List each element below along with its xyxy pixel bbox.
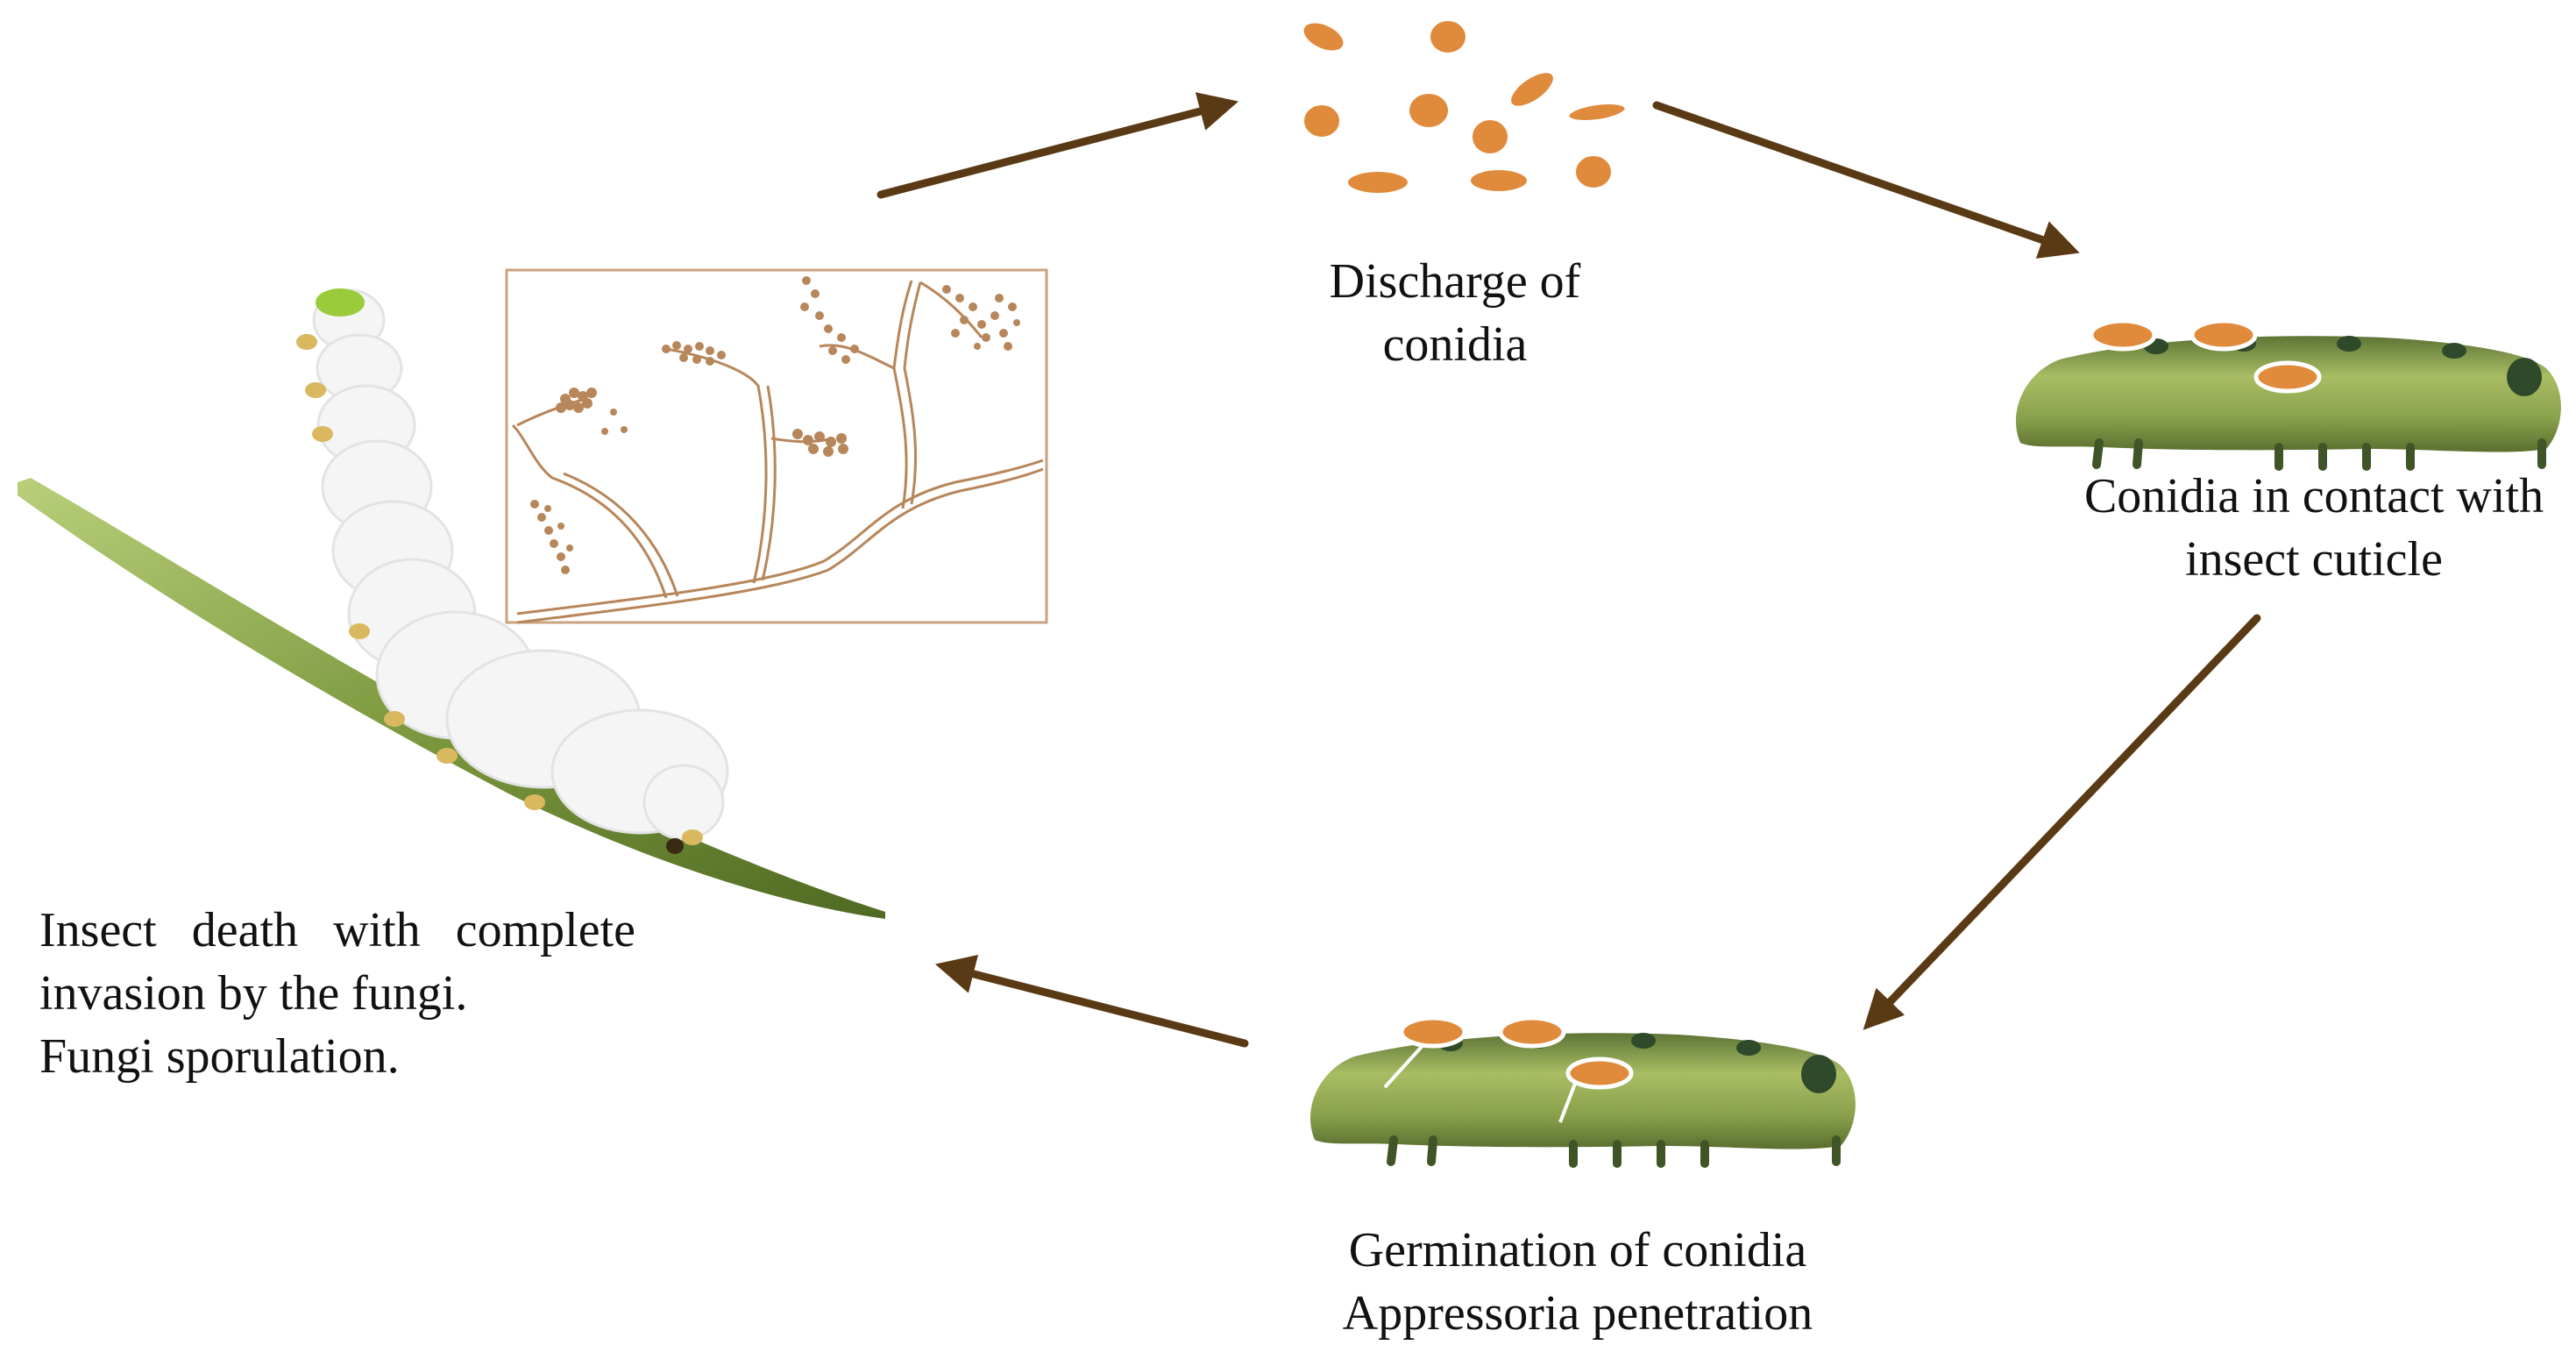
arrow-to-death [934, 955, 1249, 1048]
label-germination: Germination of conidia Appressoria penet… [1262, 1219, 1893, 1345]
label-line: Fungi sporulation. [39, 1029, 400, 1084]
label-line: Conidia in contact with [2083, 469, 2544, 523]
label-conidia-contact: Conidia in contact with insect cuticle [2042, 465, 2576, 591]
label-line: invasion by the fungi. [39, 966, 468, 1021]
conidia-spores-icon [1300, 18, 1629, 196]
label-insect-death: Insect death with complete invasion by t… [39, 899, 635, 1088]
mycosed-larva-on-twig-icon [18, 288, 885, 919]
label-line: Insect death with complete [39, 903, 635, 957]
hyphae-sporulation-inset-icon [505, 268, 1048, 624]
label-line: Discharge of [1329, 254, 1581, 309]
label-line: conidia [1382, 317, 1528, 372]
arrow-to-contact [1652, 101, 2080, 259]
larva-with-conidia-icon [2016, 318, 2561, 471]
cycle-arrows [876, 92, 2261, 1048]
label-line: insect cuticle [2185, 532, 2443, 587]
label-discharge-of-conidia: Discharge of conidia [1262, 250, 1648, 376]
label-line: Appressoria penetration [1342, 1286, 1813, 1341]
label-line: Germination of conidia [1348, 1223, 1807, 1277]
larva-germinating-conidia-icon [1310, 989, 1856, 1168]
arrow-to-discharge [876, 92, 1239, 199]
arrow-to-germination [1863, 614, 2261, 1030]
